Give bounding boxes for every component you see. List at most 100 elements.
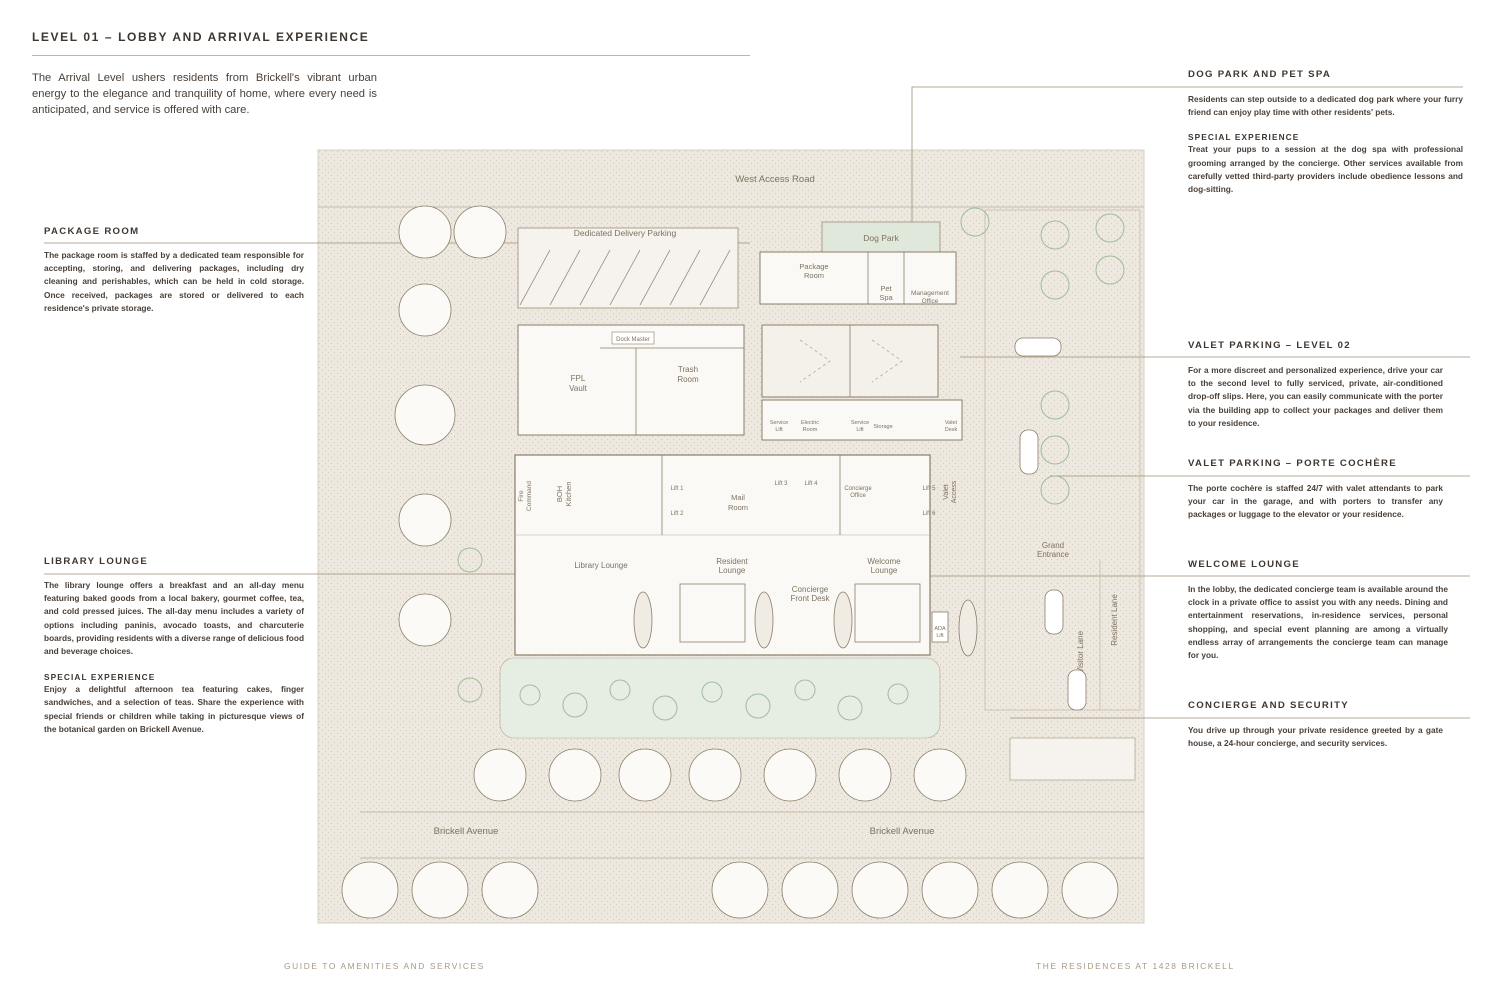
site-border [317,149,1145,924]
title-divider [32,55,750,56]
dog-park-special-body: Treat your pups to a session at the dog … [1188,144,1463,195]
lift1-label: Lift 1 [670,486,684,492]
resident-lounge-label-2: Lounge [719,566,746,575]
trash-room-label-1: Trash [678,365,698,374]
delivery-parking-stripes [519,249,731,306]
storage-label: Storage [873,424,892,430]
package-room-heading: PACKAGE ROOM [44,226,140,237]
package-room-section: PACKAGE ROOM The package room is staffed… [44,226,304,315]
ada-lift [931,611,949,643]
palms [457,207,1125,703]
management-office-label-2: Office [922,298,939,305]
service-lift-1-label-2: Lift [775,427,783,433]
service-lift-2-label-2: Lift [856,427,864,433]
ada-lift-label-2: Lift [936,633,944,639]
brickell-avenue-label-right: Brickell Avenue [870,826,935,837]
service-core [761,399,963,441]
grand-entrance-label-1: Grand [1042,541,1064,550]
welcome-lounge-heading: WELCOME LOUNGE [1188,559,1301,570]
valet-desk-label-2: Desk [945,427,958,433]
lift5-label: Lift 5 [922,486,936,492]
fpl-vault-label-1: FPL [571,374,586,383]
concierge-desk-label-2: Front Desk [790,594,830,603]
footer-right: THE RESIDENCES AT 1428 BRICKELL [1036,961,1235,971]
valet-porte-cochere-body: The porte cochère is staffed 24/7 with v… [1188,483,1443,520]
street-trees [341,205,1119,919]
library-lounge-label: Library Lounge [574,561,628,570]
lift3-label: Lift 3 [774,481,788,487]
welcome-lounge-seating [854,583,921,643]
pet-spa-label-1: Pet [880,284,892,293]
management-office-label-1: Management [911,290,949,297]
fire-command-label-2: Command [526,481,533,511]
valet-access-label-1: Valet [943,484,950,499]
mail-room-label-1: Mail [731,493,745,502]
lobby-building [514,454,931,656]
library-lounge-section: LIBRARY LOUNGE The library lounge offers… [44,556,304,736]
dog-park-area [821,221,941,253]
east-driveway [984,209,1141,711]
valet-porte-cochere-heading: VALET PARKING – PORTE COCHÈRE [1188,458,1397,469]
delivery-parking [517,227,739,309]
car-2 [1019,429,1039,475]
library-lounge-body: The library lounge offers a breakfast an… [44,580,305,657]
west-access-road-label: West Access Road [735,174,815,185]
lift4-label: Lift 4 [804,481,818,487]
concierge-desk-label-1: Concierge [792,585,829,594]
grand-entrance-label-2: Entrance [1037,550,1070,559]
fpl-vault-label-2: Vault [569,384,587,393]
boh-kitchen-label-2: Kitchen [564,481,573,506]
welcome-lounge-label-1: Welcome [867,557,901,566]
concierge-security-heading: CONCIERGE AND SECURITY [1188,700,1349,711]
visitor-lane-label: Visitor Lane [1076,630,1085,673]
dog-park-body: Residents can step outside to a dedicate… [1188,94,1463,118]
electric-room-label-2: Room [803,427,818,433]
lift2-label: Lift 2 [670,511,684,517]
package-room-body: The package room is staffed by a dedicat… [44,250,304,313]
dog-park-leader [911,86,1463,233]
dock-master-label: Dock Master [616,337,650,343]
fire-command-label-1: Fire [518,490,525,502]
car-4 [1067,669,1087,711]
boh-kitchen-label-1: BOH [555,486,564,502]
valet-level2-body: For a more discreet and personalized exp… [1188,365,1443,428]
brickell-avenue-label-left: Brickell Avenue [434,826,499,837]
welcome-lounge-body: In the lobby, the dedicated concierge te… [1188,584,1448,661]
valet-access-label-2: Access [951,480,958,503]
library-special-body: Enjoy a delightful afternoon tea featuri… [44,684,304,734]
pet-spa-label-2: Spa [879,293,893,302]
footer-left: GUIDE TO AMENITIES AND SERVICES [284,961,485,971]
concierge-security-body: You drive up through your private reside… [1188,725,1443,749]
trash-room-label-2: Room [677,375,699,384]
concierge-office-label-2: Office [850,493,866,499]
service-lift-1-label-1: Service [770,420,788,426]
mail-room-label-2: Room [728,503,748,512]
ada-lift-label-1: ADA [934,626,946,632]
leader-lines [44,86,1470,719]
dog-park-label: Dog Park [863,233,899,243]
library-special-heading: SPECIAL EXPERIENCE [44,672,156,683]
page-title: LEVEL 01 – LOBBY AND ARRIVAL EXPERIENCE [32,30,370,44]
intro-paragraph: The Arrival Level ushers residents from … [32,72,377,116]
valet-porte-cochere-section: VALET PARKING – PORTE COCHÈRE The porte … [1188,458,1443,522]
concierge-office-label-1: Concierge [844,486,872,492]
valet-desk-label-1: Valet [945,420,958,426]
electric-room-label-1: Electric [801,420,819,426]
gate-house [1009,737,1136,781]
package-room-label-1: Package [799,262,828,271]
car-3 [1044,589,1064,635]
package-room-label-2: Room [804,271,824,280]
welcome-lounge-label-2: Lounge [871,566,898,575]
dog-park-special-heading: SPECIAL EXPERIENCE [1188,132,1300,143]
valet-level2-heading: VALET PARKING – LEVEL 02 [1188,340,1351,351]
library-lounge-heading: LIBRARY LOUNGE [44,556,149,567]
valet-level2-section: VALET PARKING – LEVEL 02 For a more disc… [1188,340,1443,430]
resident-lounge-seating [679,583,746,643]
garden-plants [519,679,909,721]
resident-lane-label: Resident Lane [1110,594,1119,646]
dog-park-section: DOG PARK AND PET SPA Residents can step … [1188,69,1463,196]
lift6-label: Lift 6 [922,511,936,517]
delivery-parking-label: Dedicated Delivery Parking [574,228,677,238]
concierge-security-section: CONCIERGE AND SECURITY You drive up thro… [1188,700,1443,750]
